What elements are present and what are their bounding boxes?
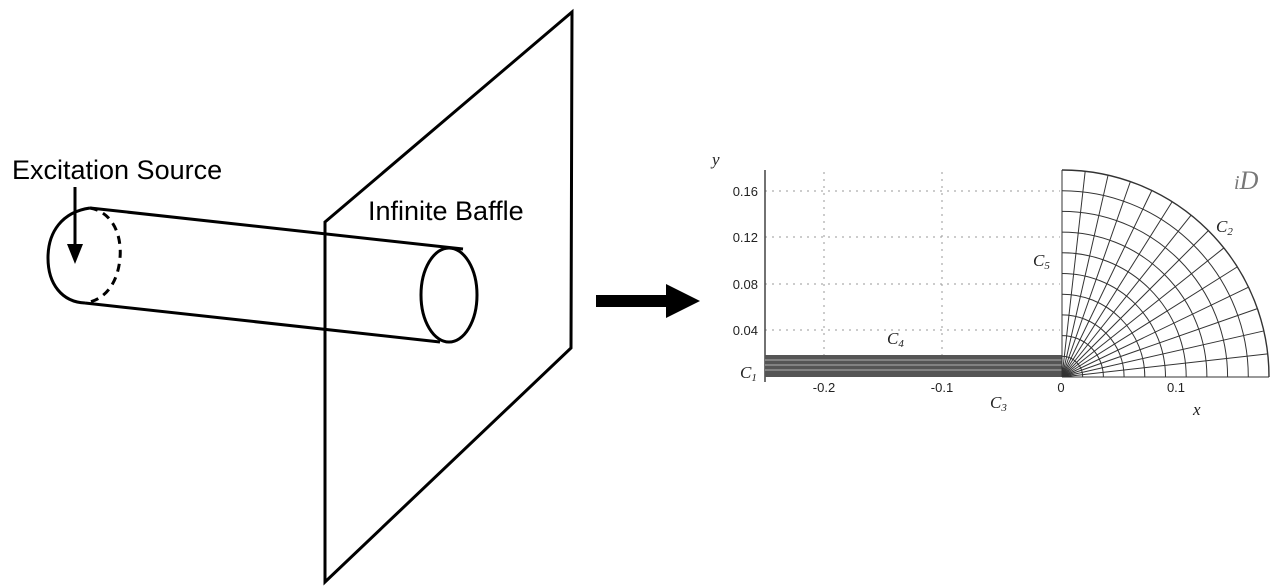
x-axis-label: x [1192, 400, 1201, 419]
quarter-disk-mesh [1061, 169, 1270, 378]
y-axis-label: y [710, 150, 720, 169]
tube-outlet-end [419, 246, 479, 344]
mesh-spoke [1061, 175, 1109, 378]
mesh-spoke [1061, 308, 1258, 378]
mesh-spoke [1061, 201, 1173, 378]
mesh-spoke [1061, 353, 1268, 378]
curve-label-c1: C1 [740, 363, 757, 384]
curve-label-c4: C4 [887, 329, 904, 350]
domain-label: iD [1234, 166, 1259, 195]
y-tick-label: 0.08 [733, 277, 758, 292]
mesh-plot: 0.16 0.12 0.08 0.04 -0.2 -0.1 0 0.1 y x … [710, 150, 1270, 419]
y-tick-label: 0.04 [733, 323, 758, 338]
mesh-spoke [1061, 286, 1249, 378]
excitation-source-label: Excitation Source [12, 155, 222, 185]
x-tick-label: 0 [1057, 380, 1064, 395]
tube-bottom-edge [84, 301, 441, 344]
y-tick-label: 0.12 [733, 230, 758, 245]
plot-gridlines [765, 172, 1060, 360]
tube-baffle-diagram: Excitation Source Infinite Baffle [12, 8, 574, 586]
x-tick-label: -0.2 [813, 380, 835, 395]
mesh-spoke [1061, 266, 1238, 378]
curve-label-c5: C5 [1033, 251, 1050, 272]
tube-inlet-hidden-edge [84, 206, 122, 305]
curve-label-c3: C3 [990, 393, 1007, 414]
mesh-spoke [1061, 330, 1264, 378]
infinite-baffle-plate [323, 8, 574, 586]
y-tick-label: 0.16 [733, 184, 758, 199]
mesh-spoke [1061, 171, 1086, 378]
mesh-spoke [1061, 247, 1225, 378]
curve-label-c2: C2 [1216, 217, 1233, 238]
x-tick-label: -0.1 [931, 380, 953, 395]
mesh-spoke [1061, 230, 1209, 378]
infinite-baffle-label: Infinite Baffle [368, 196, 524, 226]
tube-top-edge [89, 206, 464, 251]
transform-arrow-icon [596, 284, 700, 318]
x-tick-label: 0.1 [1167, 380, 1185, 395]
mesh-spoke [1061, 190, 1153, 378]
excitation-arrow-icon [67, 244, 83, 264]
mesh-spoke [1061, 181, 1131, 378]
mesh-spoke [1061, 214, 1192, 378]
tube-mesh-region [765, 355, 1062, 377]
tube-inlet-end [46, 206, 91, 305]
